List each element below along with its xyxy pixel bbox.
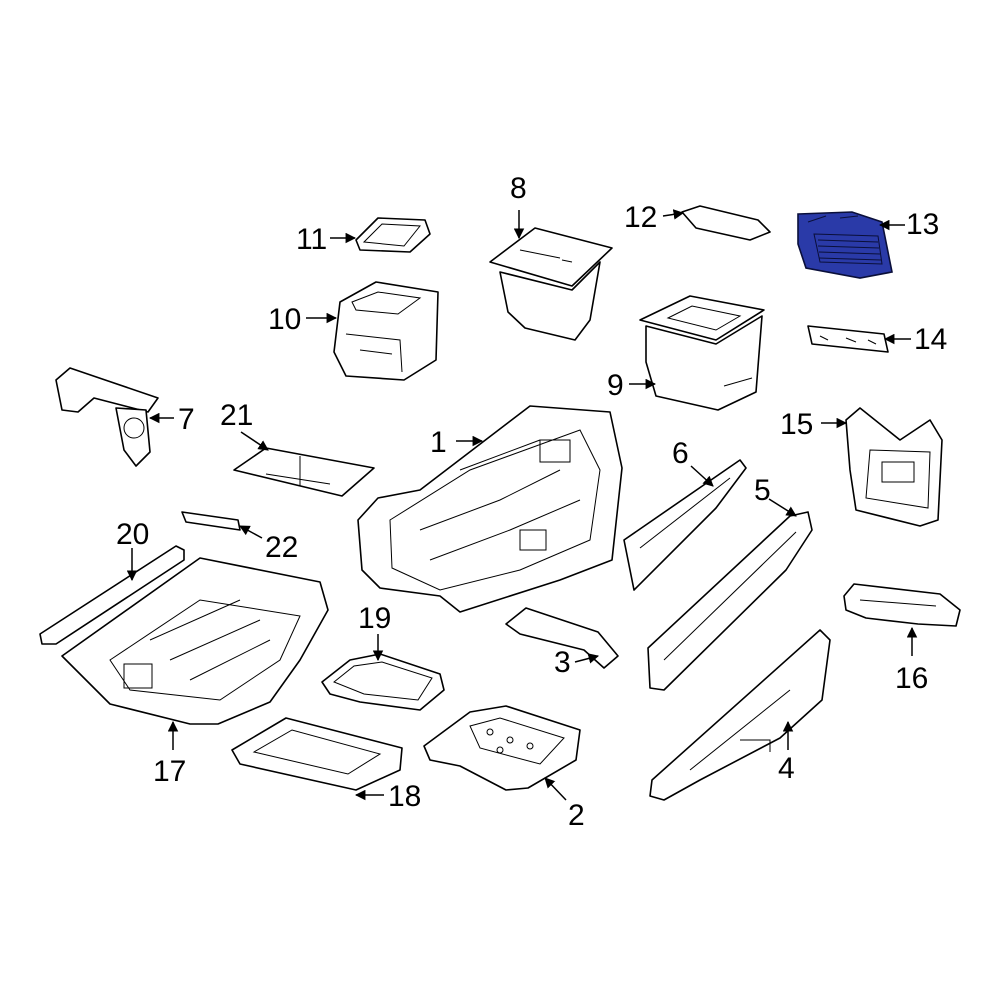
callout-21[interactable]: 21 (220, 399, 253, 432)
callout-9[interactable]: 9 (607, 369, 624, 402)
callout-12[interactable]: 12 (624, 201, 657, 234)
callout-16[interactable]: 16 (895, 662, 928, 695)
callout-22[interactable]: 22 (265, 531, 298, 564)
part-8-storage-bin[interactable] (489, 227, 613, 341)
part-14-bracket[interactable] (807, 325, 889, 353)
part-22-small-bracket[interactable] (181, 511, 241, 531)
part-2-skid-plate[interactable] (423, 705, 581, 791)
callout-3[interactable]: 3 (554, 646, 571, 679)
part-19-gasket[interactable] (321, 653, 445, 711)
callout-18[interactable]: 18 (388, 780, 421, 813)
part-16-vent-module[interactable] (843, 583, 961, 627)
callout-5[interactable]: 5 (754, 474, 771, 507)
callout-14[interactable]: 14 (914, 323, 947, 356)
callout-1[interactable]: 1 (430, 426, 447, 459)
callout-13[interactable]: 13 (906, 208, 939, 241)
part-4-side-cover[interactable] (649, 629, 831, 801)
part-3-mounting-bracket[interactable] (505, 607, 619, 669)
part-21-cover-panel[interactable] (233, 447, 375, 497)
part-11-lid[interactable] (355, 217, 431, 253)
part-7-armrest-hinge[interactable] (55, 367, 159, 467)
leader-lines (126, 209, 918, 801)
part-9-storage-tub[interactable] (639, 295, 765, 411)
callout-6[interactable]: 6 (672, 437, 689, 470)
callout-15[interactable]: 15 (780, 408, 813, 441)
callout-labels: 11 8 12 13 10 9 14 7 21 1 6 15 5 22 20 1… (116, 172, 947, 832)
callout-8[interactable]: 8 (510, 172, 527, 205)
part-13-bezel-highlighted[interactable] (797, 211, 893, 279)
part-1-console-frame[interactable] (357, 405, 623, 613)
part-10-bin-housing[interactable] (333, 281, 439, 381)
callout-20[interactable]: 20 (116, 518, 149, 551)
callout-7[interactable]: 7 (178, 403, 195, 436)
part-15-rear-panel[interactable] (845, 407, 943, 527)
callout-2[interactable]: 2 (568, 799, 585, 832)
part-17-floor-base[interactable] (61, 557, 329, 725)
part-12-trim-strip[interactable] (681, 205, 771, 241)
part-18-lower-frame[interactable] (231, 717, 403, 791)
callout-11[interactable]: 11 (296, 223, 327, 256)
callout-17[interactable]: 17 (153, 755, 186, 788)
part-20-strip[interactable] (39, 545, 185, 645)
callout-10[interactable]: 10 (268, 303, 301, 336)
part-6-trim-panel[interactable] (623, 459, 747, 591)
callout-4[interactable]: 4 (778, 752, 795, 785)
callout-19[interactable]: 19 (358, 602, 391, 635)
